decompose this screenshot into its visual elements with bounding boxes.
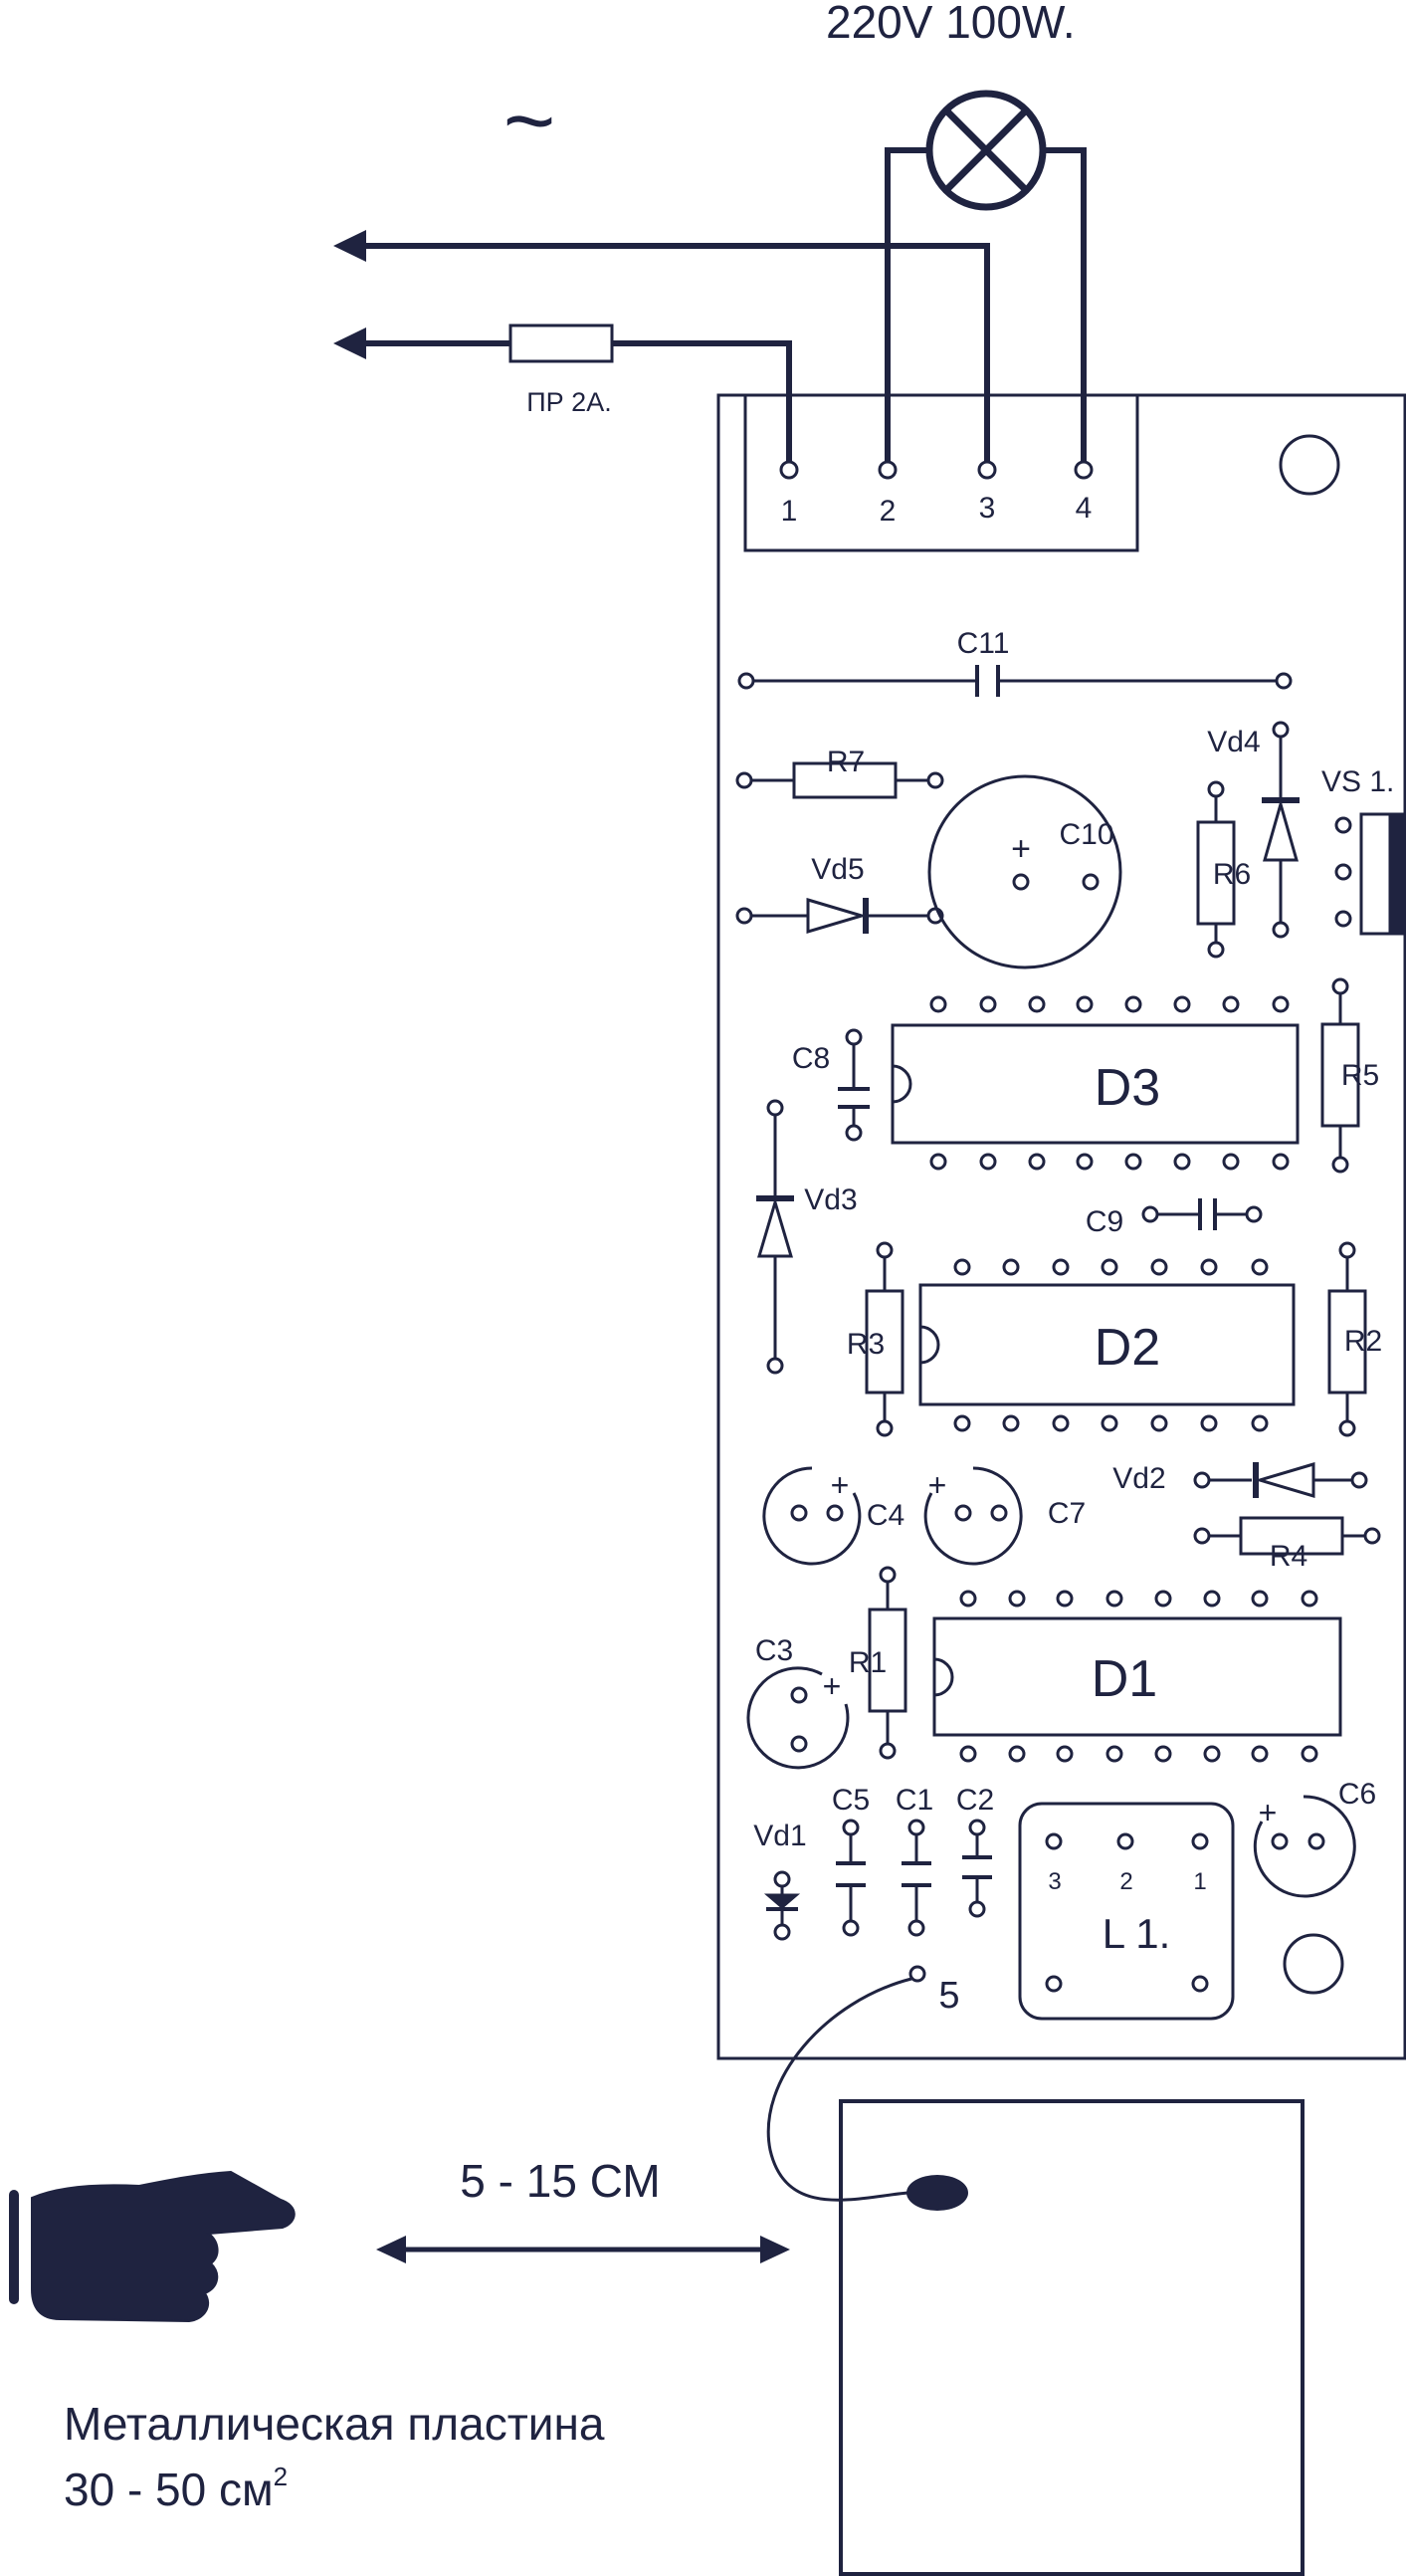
c4-label: C4 <box>867 1499 904 1532</box>
l1-coil <box>1018 1802 1235 2021</box>
d3-label: D3 <box>1095 1059 1160 1117</box>
d2-chip <box>918 1258 1296 1432</box>
metal-plate <box>839 2099 1305 2576</box>
c4-capacitor <box>762 1466 862 1566</box>
c8-label: C8 <box>792 1042 830 1075</box>
wiring <box>353 147 1087 463</box>
vd1-label: Vd1 <box>753 1820 806 1852</box>
c11-label: C11 <box>957 627 1010 660</box>
fuse <box>508 323 614 363</box>
r7-label: R7 <box>827 746 865 778</box>
mains-arrow-1 <box>333 230 366 262</box>
plate-caption-line-1: Металлическая пластина <box>64 2398 605 2450</box>
fuse-label: ПР 2А. <box>526 387 611 417</box>
c7-label: C7 <box>1048 1497 1086 1530</box>
sense-wire <box>766 1977 912 2202</box>
terminal-label-1: 1 <box>781 495 798 528</box>
terminal-label-3: 3 <box>979 492 996 525</box>
c5-capacitor <box>836 1819 866 1937</box>
r5-label: R5 <box>1341 1059 1379 1092</box>
plate-caption-line-2: 30 - 50 см2 <box>64 2462 288 2515</box>
vd2-label: Vd2 <box>1112 1462 1165 1495</box>
r1-label: R1 <box>849 1646 887 1679</box>
c10-plus: + <box>1011 830 1031 868</box>
vd4-diode <box>1262 721 1300 939</box>
r5-resistor <box>1320 977 1360 1174</box>
c4-plus: + <box>831 1467 850 1503</box>
c8-capacitor <box>838 1028 870 1142</box>
pcb-board <box>716 393 1406 2060</box>
pin-5-label: 5 <box>938 1975 959 2017</box>
lamp-rating: 220V 100W. <box>826 0 1076 48</box>
c2-label: C2 <box>956 1784 994 1817</box>
terminal-label-4: 4 <box>1076 492 1093 525</box>
vd3-label: Vd3 <box>804 1183 857 1216</box>
r7-resistor <box>735 761 944 799</box>
sense-contact <box>906 2175 968 2211</box>
vs1-label: VS 1. <box>1321 765 1394 798</box>
d1-label: D1 <box>1092 1650 1157 1708</box>
c3-label: C3 <box>755 1634 793 1667</box>
vd2-diode <box>1193 1461 1368 1499</box>
l1-pin-1: 1 <box>1193 1868 1206 1895</box>
l1-pin-2: 2 <box>1119 1868 1132 1895</box>
distance-arrow <box>376 2236 790 2263</box>
c6-label: C6 <box>1338 1778 1376 1811</box>
vd5-label: Vd5 <box>811 853 864 886</box>
plate-area: 30 - 50 см <box>64 2464 274 2515</box>
terminal-block <box>743 393 1139 552</box>
c11-capacitor <box>737 665 1293 697</box>
vs1-thyristor <box>1334 812 1405 936</box>
vd4-label: Vd4 <box>1207 726 1260 758</box>
d1-chip <box>932 1590 1342 1763</box>
l1-label: L 1. <box>1103 1910 1171 1957</box>
lamp-icon <box>925 90 1047 211</box>
ac-symbol: ~ <box>503 72 556 171</box>
terminal-pads <box>779 460 1094 480</box>
c7-plus: + <box>928 1467 947 1503</box>
l1-pin-3: 3 <box>1048 1868 1061 1895</box>
vd5-diode <box>735 897 944 935</box>
vd3-diode <box>756 1099 794 1375</box>
mount-hole-top <box>1279 434 1340 496</box>
r2-label: R2 <box>1344 1325 1382 1358</box>
plate-area-superscript: 2 <box>274 2462 288 2491</box>
r3-resistor <box>865 1241 904 1437</box>
c9-label: C9 <box>1086 1205 1123 1238</box>
r6-resistor <box>1196 780 1236 959</box>
pointing-hand-icon <box>9 2170 296 2323</box>
distance-label: 5 - 15 СМ <box>460 2155 660 2207</box>
r4-label: R4 <box>1270 1540 1307 1573</box>
c3-plus: + <box>823 1668 842 1704</box>
r4-resistor <box>1193 1516 1381 1556</box>
c6-capacitor <box>1253 1795 1356 1898</box>
c1-label: C1 <box>896 1784 933 1817</box>
c10-label: C10 <box>1059 818 1113 851</box>
r2-resistor <box>1327 1241 1367 1437</box>
c7-capacitor <box>923 1466 1023 1566</box>
c10-capacitor <box>927 774 1122 969</box>
d3-chip <box>891 995 1300 1171</box>
r1-resistor <box>868 1566 907 1760</box>
pin-5-pad <box>908 1965 926 1983</box>
c9-capacitor <box>1141 1198 1263 1230</box>
terminal-label-2: 2 <box>880 495 897 528</box>
c2-capacitor <box>962 1819 992 1918</box>
r6-label: R6 <box>1213 858 1251 891</box>
mains-arrow-2 <box>333 327 366 359</box>
vd1-diode <box>763 1870 801 1941</box>
d2-label: D2 <box>1095 1319 1160 1377</box>
c6-plus: + <box>1259 1795 1278 1830</box>
mount-hole-bottom <box>1283 1933 1344 1995</box>
c1-capacitor <box>902 1819 931 1937</box>
c3-capacitor <box>746 1666 850 1770</box>
r3-label: R3 <box>847 1328 885 1361</box>
c5-label: C5 <box>832 1784 870 1817</box>
